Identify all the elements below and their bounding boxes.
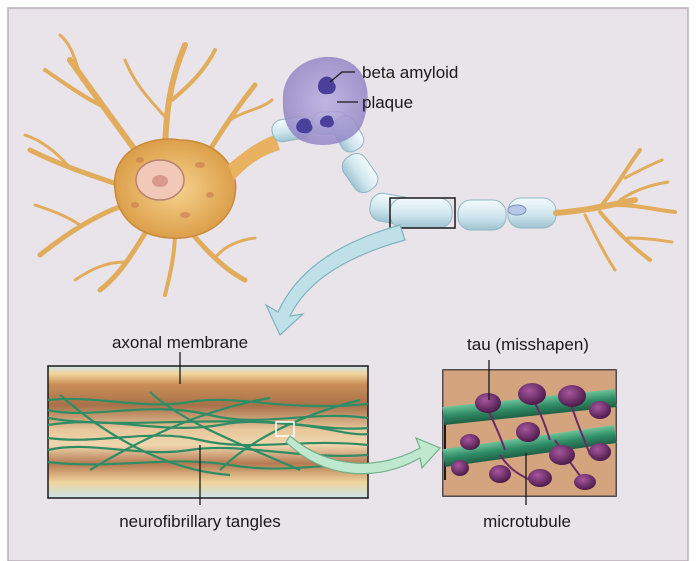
microtubule-panel: [443, 370, 617, 496]
label-axonal-membrane: axonal membrane: [112, 333, 248, 352]
label-neurofibrillary-tangles: neurofibrillary tangles: [119, 512, 281, 531]
amyloid-plaque: [283, 57, 368, 145]
label-tau-misshapen: tau (misshapen): [467, 335, 589, 354]
label-beta-amyloid: beta amyloid: [362, 63, 458, 82]
nucleolus: [152, 175, 168, 187]
label-plaque: plaque: [362, 93, 413, 112]
axon-cross-section: [48, 366, 368, 498]
label-microtubule: microtubule: [483, 512, 571, 531]
schwann-nucleus: [508, 205, 526, 215]
